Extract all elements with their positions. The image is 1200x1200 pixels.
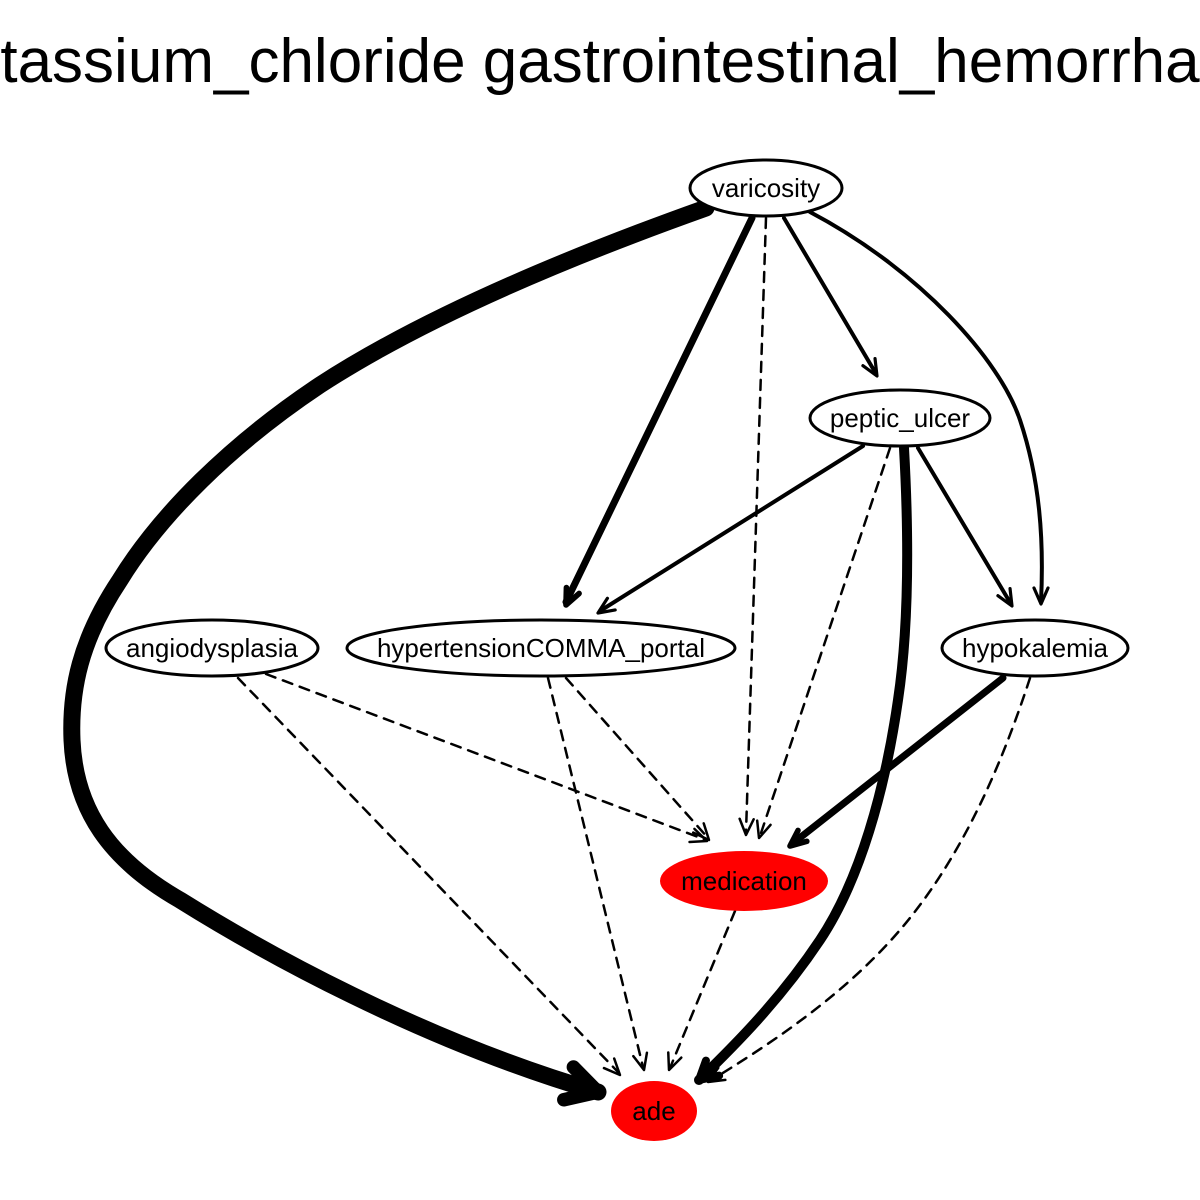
edge-peptic_ulcer-to-hypokalemia (916, 446, 1014, 608)
node-shape (660, 851, 828, 911)
node-varicosity: varicosity (688, 158, 844, 218)
node-hypokalemia: hypokalemia (940, 618, 1130, 678)
edge-line (694, 443, 913, 1085)
edge-line (758, 446, 892, 838)
node-shape (104, 618, 320, 678)
edge-hypokalemia-to-ade (706, 676, 1032, 1084)
edge-arrowhead (632, 1051, 649, 1072)
node-label: peptic_ulcer (830, 403, 971, 433)
node-angiodysplasia: angiodysplasia (104, 618, 320, 678)
edge-line (788, 674, 1007, 848)
graph-title: potassium_chloride gastrointestinal_hemo… (0, 27, 1200, 96)
edge-angiodysplasia-to-medication (264, 672, 709, 844)
edge-line (782, 216, 877, 374)
edge-line (236, 676, 620, 1074)
edge-line (63, 199, 715, 1101)
edge-line (546, 676, 645, 1069)
edge-arrowhead (691, 822, 711, 842)
edge-peptic_ulcer-to-medication (755, 446, 892, 840)
edge-arrowhead (738, 817, 755, 837)
edge-hypokalemia-to-medication (787, 674, 1007, 849)
edge-arrowhead (996, 587, 1014, 608)
node-shape (688, 158, 844, 218)
edge-peptic_ulcer-to-ade (694, 443, 913, 1085)
edge-varicosity-to-hypokalemia (808, 210, 1050, 606)
edge-peptic_ulcer-to-hypertension_portal (596, 444, 865, 615)
edge-varicosity-to-medication (738, 216, 768, 837)
edge-angiodysplasia-to-ade (236, 676, 622, 1077)
edge-line (916, 446, 1013, 606)
node-ade: ade (611, 1081, 697, 1141)
node-shape (808, 388, 992, 448)
node-peptic_ulcer: peptic_ulcer (808, 388, 992, 448)
edge-arrowhead (706, 1066, 727, 1084)
node-shape (345, 618, 737, 678)
edge-arrowhead (861, 357, 879, 378)
node-label: hypertensionCOMMA_portal (377, 633, 705, 663)
edge-line (564, 676, 710, 840)
edge-line (562, 214, 756, 606)
edge-line (808, 210, 1044, 604)
edge-arrowhead (563, 584, 582, 608)
edge-varicosity-to-hypertension_portal (562, 214, 756, 608)
edge-hypertension_portal-to-ade (546, 676, 649, 1072)
edge-arrowhead (596, 596, 617, 615)
node-shape (940, 618, 1130, 678)
edge-line (598, 444, 865, 613)
edge-line (264, 672, 708, 842)
edge-varicosity-to-peptic_ulcer (782, 216, 879, 378)
edge-hypertension_portal-to-medication (564, 676, 711, 842)
node-medication: medication (660, 851, 828, 911)
node-label: hypokalemia (962, 633, 1109, 663)
nodes-layer: varicosity peptic_ulcer angiodysplasia hype… (104, 158, 1130, 1141)
node-label: ade (632, 1096, 675, 1126)
node-label: angiodysplasia (126, 633, 299, 663)
node-label: medication (681, 866, 807, 896)
node-label: varicosity (712, 173, 820, 203)
edge-varicosity-to-ade (63, 199, 715, 1107)
edge-arrowhead (602, 1057, 622, 1077)
edge-arrowhead (1032, 586, 1050, 606)
edge-arrowhead (667, 1051, 683, 1072)
edge-arrowhead (787, 827, 810, 849)
edges-layer (63, 199, 1050, 1107)
edge-arrowhead (688, 827, 709, 844)
edge-line (668, 909, 737, 1070)
edge-medication-to-ade (667, 909, 737, 1072)
node-hypertension_portal: hypertensionCOMMA_portal (345, 618, 737, 678)
edge-line (744, 216, 768, 834)
edge-arrowhead (755, 819, 772, 840)
node-shape (611, 1081, 697, 1141)
edge-arrowhead (557, 1060, 605, 1107)
